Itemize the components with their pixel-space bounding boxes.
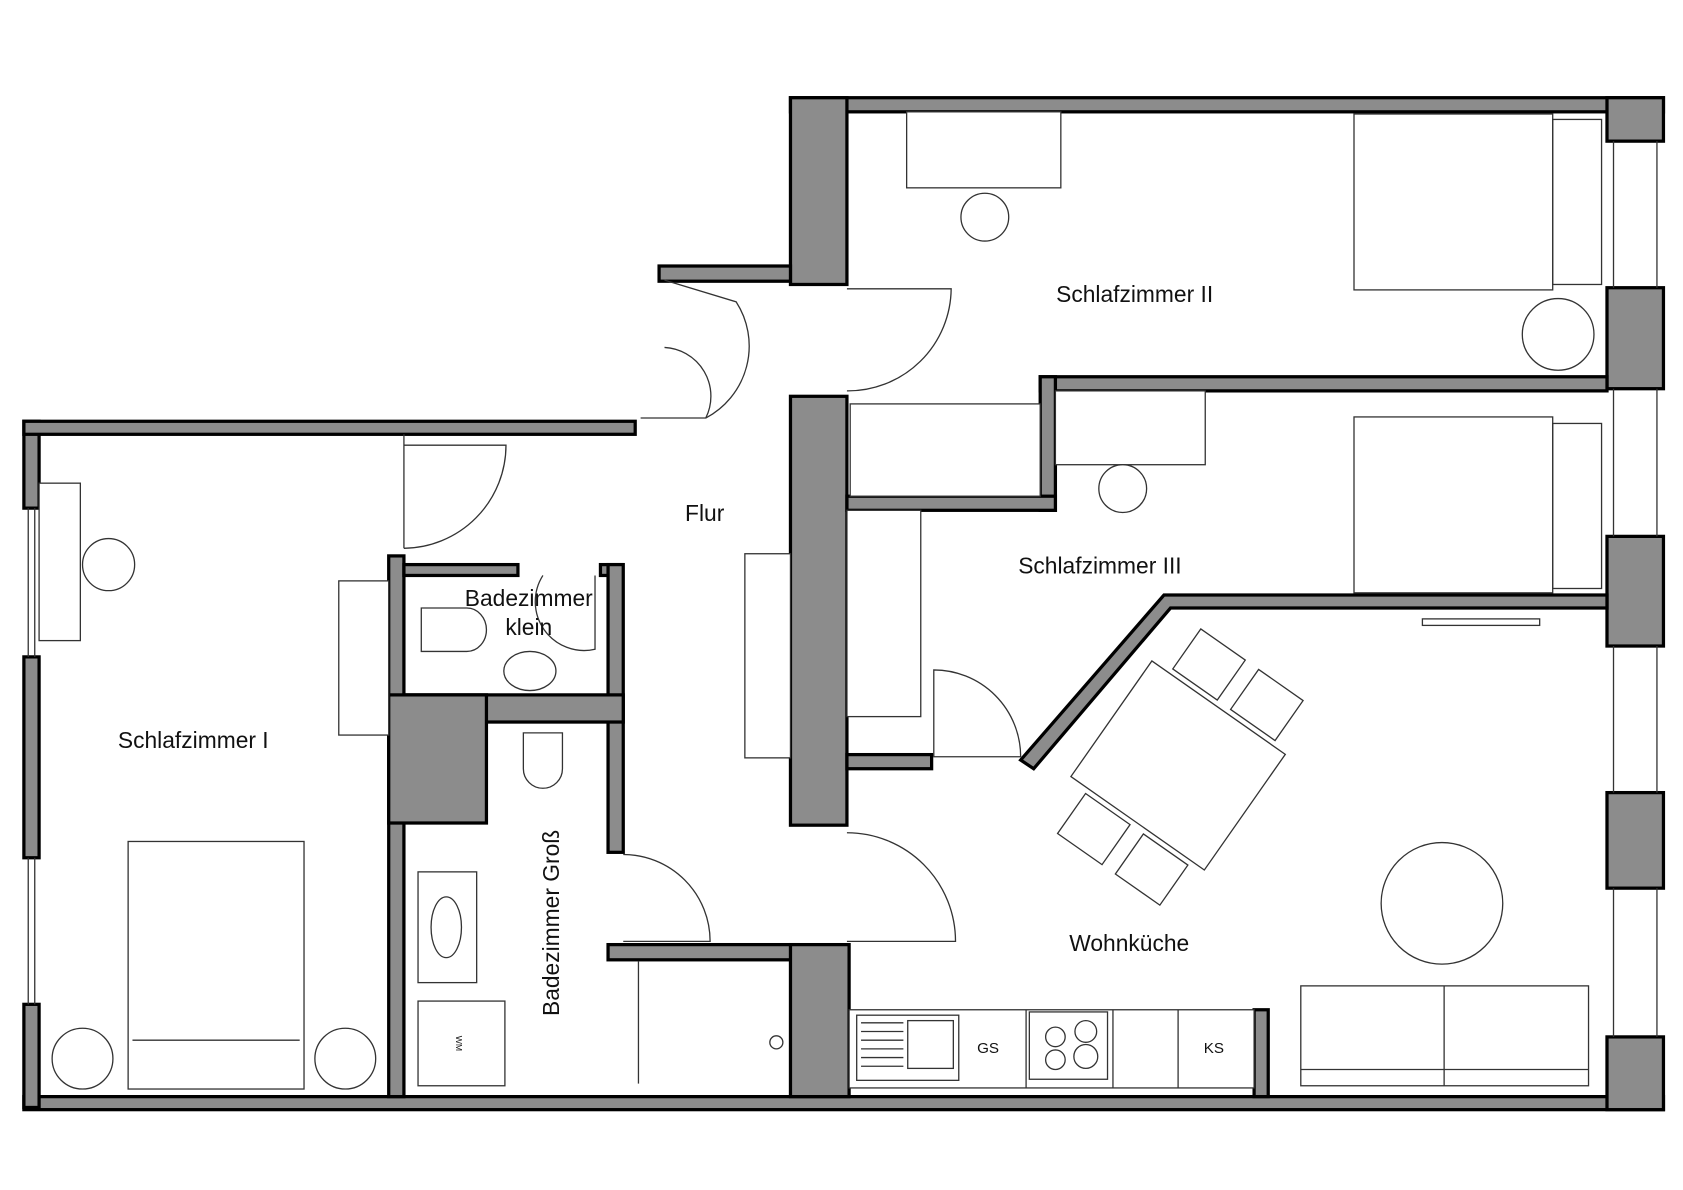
chair bbox=[1114, 833, 1189, 907]
water-heater bbox=[769, 1035, 784, 1050]
room-label-wohnkueche: Wohnküche bbox=[1069, 930, 1189, 956]
chair bbox=[81, 537, 136, 592]
bed bbox=[127, 840, 305, 1090]
wall-top bbox=[788, 96, 1666, 114]
wall-room3-bottom bbox=[845, 752, 934, 771]
toilet bbox=[522, 732, 564, 789]
washbasin bbox=[503, 650, 557, 692]
wall-right-1 bbox=[1605, 96, 1666, 143]
dining-table bbox=[1070, 660, 1287, 871]
wall-entry-stub bbox=[657, 264, 793, 283]
wardrobe bbox=[846, 509, 922, 718]
room-label-schlafzimmer-1: Schlafzimmer I bbox=[118, 727, 269, 753]
round-table bbox=[1380, 841, 1504, 965]
wardrobe bbox=[338, 580, 390, 736]
wall-kitchen-end bbox=[1252, 1008, 1270, 1099]
desk bbox=[1054, 390, 1206, 466]
room-label-bad-klein: Badezimmer bbox=[465, 585, 593, 611]
tv bbox=[1421, 618, 1541, 627]
stove bbox=[1028, 1011, 1109, 1080]
vanity bbox=[417, 871, 478, 984]
wall-left-mid bbox=[22, 655, 41, 860]
wall-right-3 bbox=[1605, 534, 1666, 648]
chair bbox=[1056, 792, 1131, 866]
wall-flur-right bbox=[788, 394, 849, 827]
appliance-label-ks: KS bbox=[1204, 1040, 1224, 1057]
wall-right-4 bbox=[1605, 790, 1666, 890]
room-label-bad-gross: Badezimmer Groß bbox=[538, 830, 564, 1016]
chair bbox=[960, 192, 1010, 242]
doors bbox=[403, 279, 1022, 943]
wardrobe bbox=[744, 553, 792, 759]
room-label-flur: Flur bbox=[685, 500, 725, 526]
bed bbox=[1353, 113, 1554, 291]
toilet bbox=[420, 607, 488, 653]
nightstand bbox=[314, 1027, 377, 1090]
wall-room3-closet bbox=[845, 494, 1058, 512]
nightstand bbox=[51, 1027, 114, 1090]
windows bbox=[27, 141, 1658, 1037]
wall-right-2 bbox=[1605, 286, 1666, 391]
appliance-label-wm: WM bbox=[454, 1036, 464, 1051]
wall-room2-room3 bbox=[1038, 375, 1609, 393]
room-label-schlafzimmer-3: Schlafzimmer III bbox=[1018, 552, 1181, 578]
wall-room1-right bbox=[387, 554, 406, 1099]
washing-machine bbox=[417, 1000, 506, 1087]
walls bbox=[22, 96, 1666, 1112]
chair bbox=[1229, 668, 1304, 742]
furniture bbox=[38, 111, 1603, 1090]
chair bbox=[1098, 464, 1148, 514]
wall-room2-left bbox=[788, 96, 849, 287]
wall-bath-bottom bbox=[606, 942, 800, 962]
sink bbox=[856, 1014, 960, 1081]
wall-right-5 bbox=[1605, 1035, 1666, 1112]
wall-top-left bbox=[22, 419, 637, 436]
desk bbox=[38, 482, 82, 642]
wall-bath-block bbox=[387, 693, 489, 825]
desk bbox=[905, 111, 1062, 189]
appliance-label-gs: GS bbox=[977, 1040, 999, 1057]
wall-left-bottom bbox=[22, 1002, 41, 1110]
room-label-schlafzimmer-2: Schlafzimmer II bbox=[1056, 281, 1213, 307]
wall-room3-notch bbox=[1038, 375, 1058, 512]
nightstand bbox=[1521, 297, 1595, 371]
kitchen-counter bbox=[848, 1009, 1255, 1089]
wall-bath-top bbox=[402, 562, 520, 578]
chair bbox=[1171, 628, 1247, 702]
room-label-bad-klein-2: klein bbox=[505, 614, 552, 640]
wall-bottom bbox=[22, 1094, 1666, 1112]
wall-storage-right bbox=[788, 942, 851, 1099]
bed bbox=[1353, 416, 1554, 594]
wall-diagonal bbox=[1018, 593, 1609, 771]
wardrobe bbox=[849, 403, 1041, 497]
